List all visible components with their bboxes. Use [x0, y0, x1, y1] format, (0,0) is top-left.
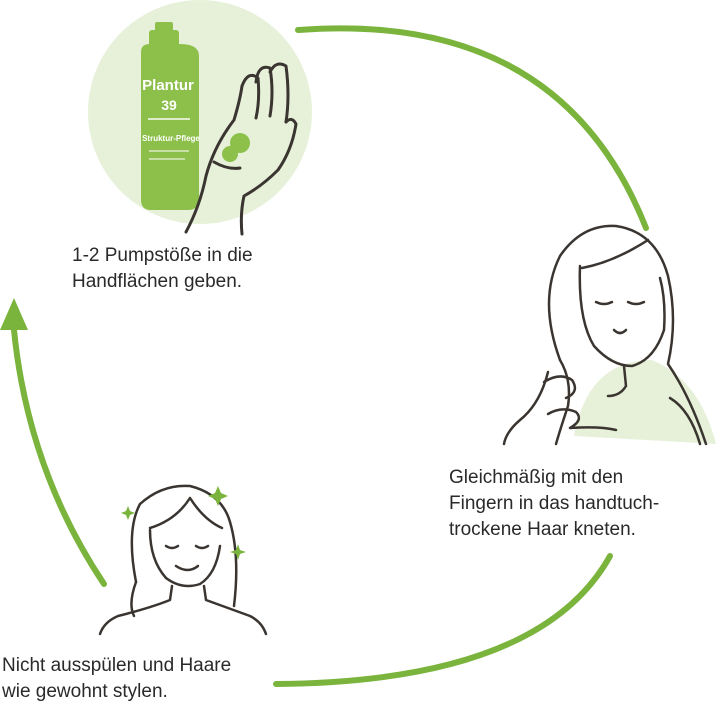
bottle-number: 39 — [161, 97, 177, 113]
arc-arrow-left — [0, 298, 107, 587]
arc-arrow-bottom — [273, 553, 613, 687]
woman-sparkle-icon — [98, 484, 268, 636]
step-2-text: Gleichmäßig mit den Fingern in das handt… — [449, 465, 659, 543]
step-2-line-2: Fingern in das handtuch- — [449, 493, 660, 514]
step-2-line-1: Gleichmäßig mit den — [449, 467, 624, 488]
arc-arrow-top-right — [295, 25, 649, 231]
step-3-text: Nicht ausspülen und Haare wie gewohnt st… — [2, 653, 231, 705]
step-1-line-2: Handflächen geben. — [72, 271, 243, 292]
bottle-brand: Plantur — [142, 77, 194, 94]
bottle-label: Struktur-Pflege — [142, 134, 200, 143]
hand-with-bottle-icon: Plantur 39 Struktur-Pflege — [88, 0, 312, 236]
step-2-line-3: trockene Haar kneten. — [449, 519, 636, 540]
woman-kneading-hair-icon — [502, 224, 716, 446]
step-3-line-2: wie gewohnt stylen. — [2, 681, 168, 702]
step-1-line-1: 1-2 Pumpstöße in die — [72, 245, 253, 266]
step-3-line-1: Nicht ausspülen und Haare — [2, 655, 232, 676]
step-1-text: 1-2 Pumpstöße in die Handflächen geben. — [72, 243, 253, 295]
